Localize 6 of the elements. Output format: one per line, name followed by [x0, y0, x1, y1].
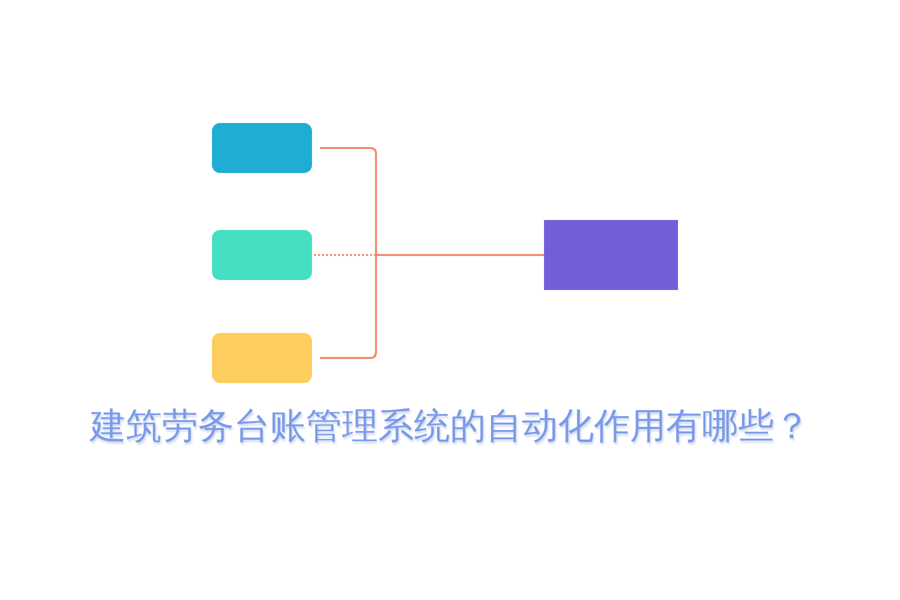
connector-line — [314, 254, 544, 256]
diagram-title: 建筑劳务台账管理系统的自动化作用有哪些？ — [88, 405, 811, 449]
target-box — [544, 220, 678, 290]
category-box — [212, 230, 312, 280]
category-box — [212, 123, 312, 173]
category-box — [212, 333, 312, 383]
